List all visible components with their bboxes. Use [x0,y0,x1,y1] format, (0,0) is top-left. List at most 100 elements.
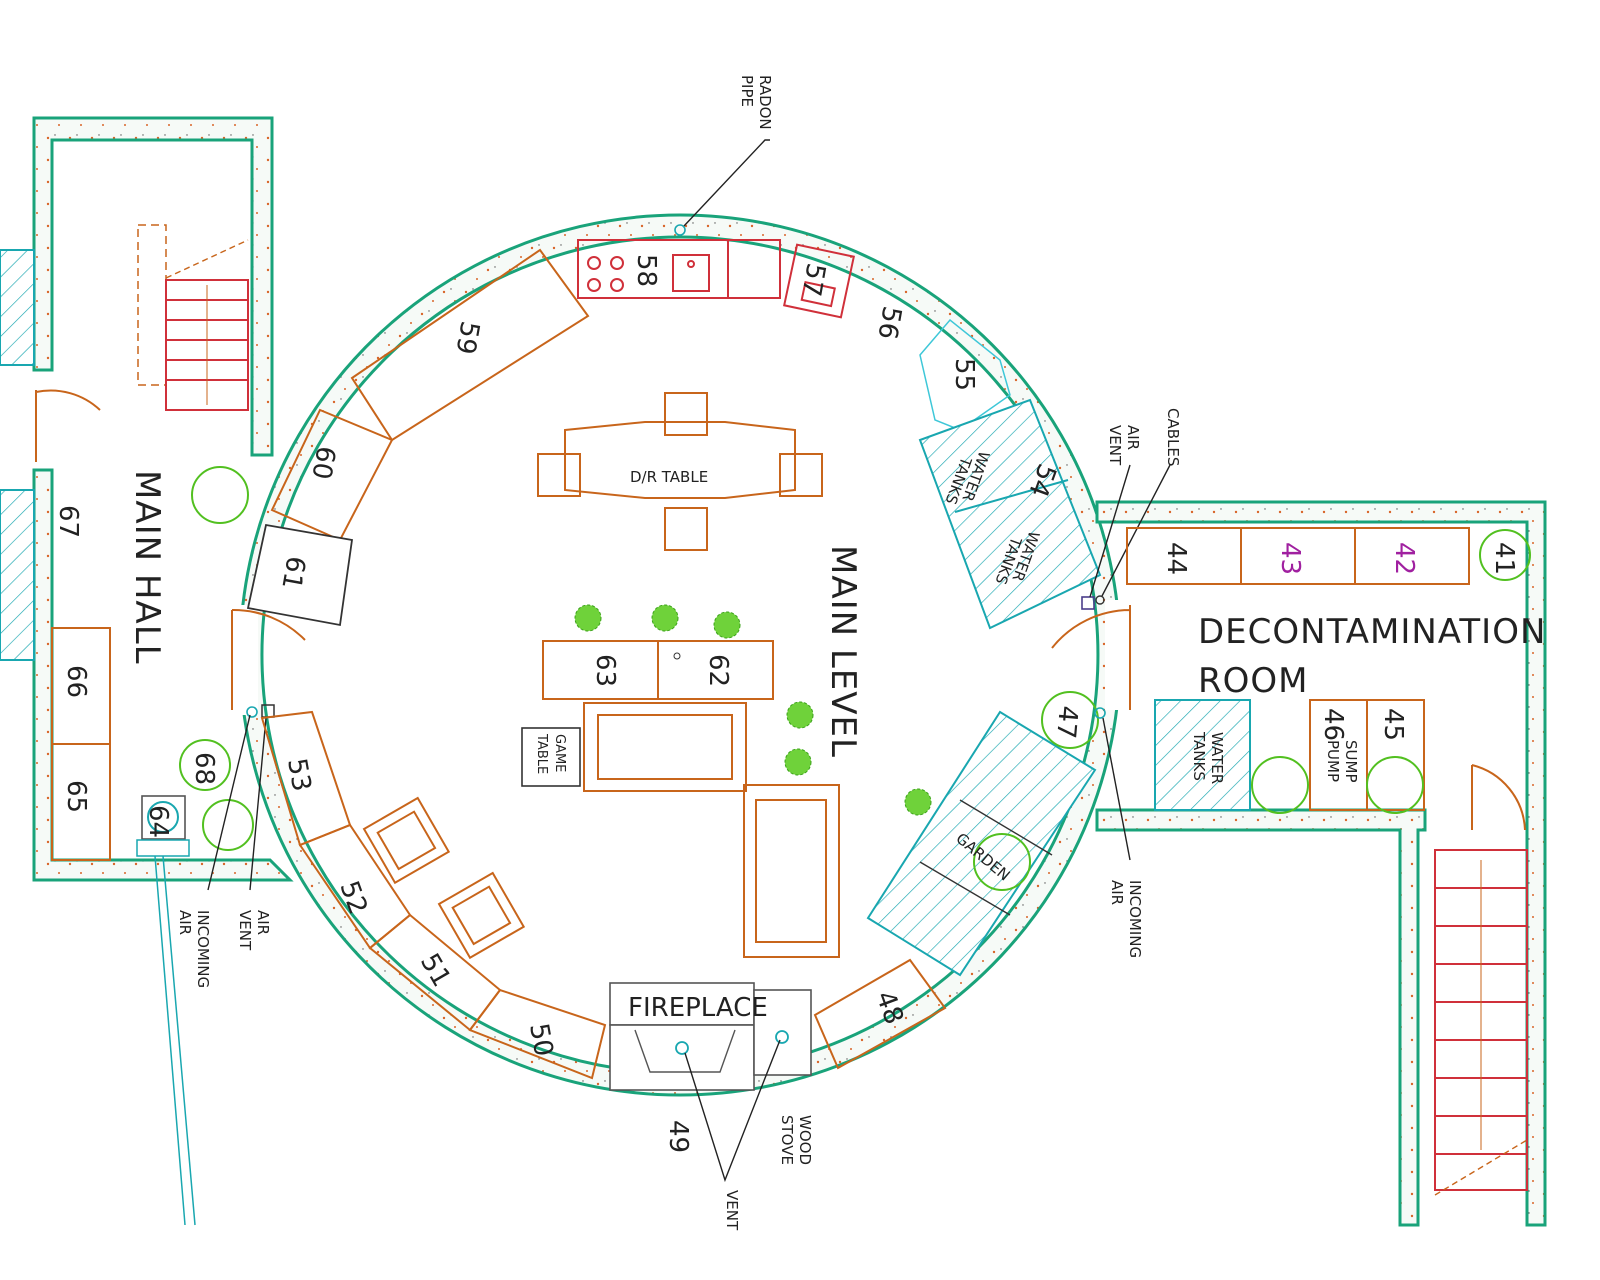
room-number-65: 65 [61,780,91,813]
cabinet-48[interactable] [813,958,947,1070]
room-number-61: 61 [275,554,310,592]
bush-icon [786,701,814,729]
vent-icon [675,1041,689,1055]
water-tanks-54[interactable] [918,398,1102,630]
room-number-42: 42 [1389,542,1419,575]
game-table[interactable] [521,727,581,787]
decontamination-room: 44 43 42 41 DECONTAMINATION ROOM WATER T… [1126,527,1546,1196]
feature-55[interactable] [919,318,1011,431]
room-number-68: 68 [189,752,219,785]
vent-label: VENT [723,1190,741,1231]
room-number-41: 41 [1489,542,1519,575]
cabinet-65[interactable] [51,743,111,861]
main-hall-label: MAIN HALL [127,470,167,665]
decon-room-label-2: ROOM [1198,661,1308,701]
radon-pipe-label-2: PIPE [738,75,756,107]
left-door-swing-icon[interactable] [231,608,306,710]
sofa-left[interactable] [583,702,747,792]
hall-stairs[interactable] [165,239,249,411]
plant-icon [1251,756,1309,814]
cabinet-50[interactable] [468,988,607,1080]
air-vent-left-label-1: AIR [254,910,272,935]
plant-icon [202,799,254,851]
room-number-55: 55 [949,358,979,391]
doors [30,385,1526,831]
sofa-right[interactable] [743,784,840,958]
box-64-vent-icon [147,801,179,833]
main-hall: MAIN HALL 67 66 65 64 68 INCOMING AIR AI… [51,224,275,1226]
wood-stove-label-2: STOVE [778,1115,796,1165]
bush-icon [784,748,812,776]
armchair[interactable] [362,796,451,885]
kitchen-58[interactable] [577,239,781,299]
garden-plant-icon [973,833,1031,891]
cabinet-42[interactable] [1354,527,1470,585]
air-vent-left-label-2: VENT [236,910,254,951]
cabinet-60[interactable] [270,408,394,542]
sink-dot-icon [673,652,681,660]
armchair[interactable] [437,871,526,960]
cables-label: CABLES [1164,408,1182,466]
room-number-57: 57 [795,261,830,299]
incoming-air-left-icon [246,706,258,718]
water-tanks-decon[interactable] [1154,699,1251,811]
counter-62[interactable] [657,640,774,700]
plants [574,604,932,816]
incoming-air-left-label-1: INCOMING [194,910,212,988]
left-hatch-top [0,249,35,366]
room-number-53: 53 [281,756,316,794]
main-level: MAIN LEVEL 58 57 RADON PIPE 56 55 54 [246,75,1182,1231]
game-table-label-2: TABLE [534,733,549,774]
counter-59[interactable] [350,248,590,442]
plant-icon [191,466,249,524]
decon-room-wall [1095,500,1547,1227]
fireplace[interactable] [609,982,812,1091]
water-tanks-c-label-2: TANKS [1190,731,1208,781]
room-number-62: 62 [703,654,733,687]
hall-stair-outline [137,224,167,386]
room-number-50: 50 [523,1021,558,1059]
bush-icon [713,611,741,639]
room-number-64: 64 [143,805,173,838]
game-table-label-1: GAME [552,734,567,772]
sump-pump-label-1: SUMP [1342,740,1360,783]
decon-stair-door-swing-icon[interactable] [1471,764,1526,831]
hall-door-swing-icon[interactable] [35,389,101,462]
pipe-outlet [136,839,190,857]
water-tanks-c-label-1: WATER [1208,732,1226,784]
plant-icon [1366,756,1424,814]
wood-stove-label-1: WOOD [796,1115,814,1165]
incoming-air-right-label-1: INCOMING [1126,880,1144,958]
wood-stove-vent-icon [775,1030,789,1044]
plant-41-icon [1479,529,1531,581]
appliance-57[interactable] [783,243,855,319]
incoming-air-right-icon [1094,707,1106,719]
fireplace-label: FIREPLACE [628,993,768,1023]
decon-room-wall-bottom [1095,808,1427,1227]
room-number-67: 67 [53,505,83,538]
plant-68-icon [179,739,231,791]
sump-pump-label-2: PUMP [1324,740,1342,782]
air-vent-right-label-2: VENT [1106,425,1124,466]
decon-room-label-1: DECONTAMINATION [1198,612,1546,652]
cabinet-45[interactable] [1366,699,1425,811]
box-64[interactable] [141,795,186,840]
room-number-44: 44 [1161,542,1191,575]
cables-icon [1095,595,1105,605]
room-number-60: 60 [305,444,340,482]
air-vent-right-icon [1081,596,1095,610]
decon-stairs[interactable] [1434,849,1528,1196]
room-number-46: 46 [1318,708,1348,741]
main-hall-wall [32,116,274,457]
room-number-56: 56 [871,304,906,342]
room-number-43: 43 [1275,542,1305,575]
room-number-45: 45 [1378,708,1408,741]
incoming-air-right-label-2: AIR [1108,880,1126,905]
unit-61[interactable] [246,523,354,627]
room-number-59: 59 [449,319,484,357]
hall-left-door-gap [30,385,56,465]
main-level-label: MAIN LEVEL [823,545,863,758]
dining-table[interactable] [537,392,823,551]
right-door-swing-icon[interactable] [1051,605,1131,710]
